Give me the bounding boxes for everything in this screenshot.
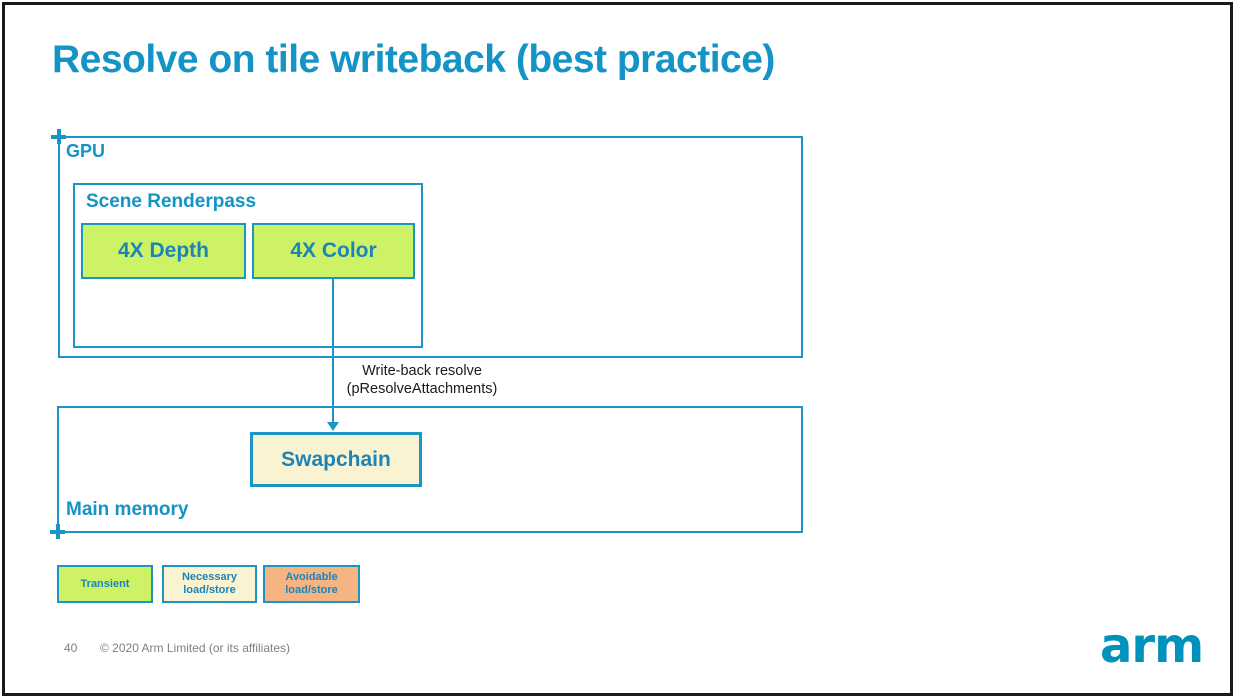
writeback-arrow-label: Write-back resolve (pResolveAttachments) — [333, 362, 511, 398]
swapchain-label: Swapchain — [281, 447, 391, 471]
color-attachment-box: 4X Color — [252, 223, 415, 279]
page-number: 40 — [64, 641, 78, 655]
legend-avoidable-line1: Avoidable — [285, 571, 338, 583]
arm-logo: arm — [1100, 618, 1204, 674]
legend-necessary-line1: Necessary — [181, 571, 238, 583]
writeback-arrow-label-line2: (pResolveAttachments) — [346, 381, 498, 397]
scene-renderpass-box — [73, 183, 423, 348]
legend-transient-label: Transient — [80, 577, 130, 590]
depth-attachment-label: 4X Depth — [117, 239, 209, 262]
gpu-label: GPU — [66, 141, 106, 161]
scene-renderpass-label: Scene Renderpass — [86, 191, 257, 212]
depth-attachment-box: 4X Depth — [81, 223, 246, 279]
writeback-arrow-head-icon — [327, 422, 339, 431]
color-attachment-label: 4X Color — [290, 239, 377, 262]
legend-avoidable-line2: load/store — [285, 584, 338, 596]
copyright-notice: © 2020 Arm Limited (or its affiliates) — [100, 641, 291, 655]
legend-necessary-line2: load/store — [183, 584, 236, 596]
gpu-box — [58, 136, 803, 358]
main-memory-box — [57, 406, 803, 533]
crosshair-handle-icon — [51, 129, 66, 144]
main-memory-label: Main memory — [66, 499, 189, 520]
legend-item-avoidable-loadstore: Avoidable load/store — [263, 565, 360, 603]
legend-item-transient: Transient — [57, 565, 153, 603]
swapchain-box: Swapchain — [250, 432, 422, 487]
legend-item-necessary-loadstore: Necessary load/store — [162, 565, 257, 603]
slide-title: Resolve on tile writeback (best practice… — [52, 38, 775, 81]
crosshair-handle-icon — [50, 524, 65, 539]
writeback-arrow-label-line1: Write-back resolve — [362, 363, 482, 379]
writeback-arrow-line — [332, 279, 334, 423]
